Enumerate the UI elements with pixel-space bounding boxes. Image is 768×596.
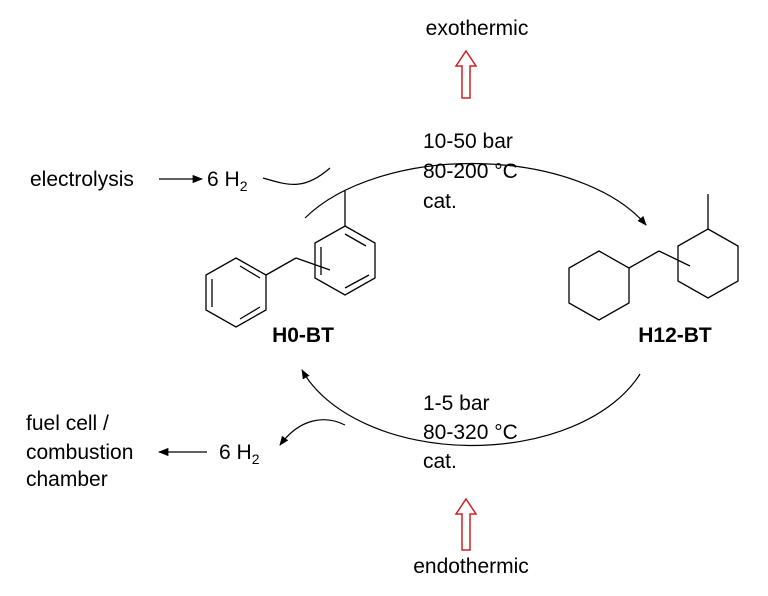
hydrogenation-pressure: 10-50 bar <box>423 130 513 153</box>
dehydrogenation-pressure: 1-5 bar <box>423 392 490 415</box>
exothermic-arrow <box>454 49 478 99</box>
fuel-cell-label-3: chamber <box>26 468 108 491</box>
h2-output-label: 6 H2 <box>219 441 260 467</box>
cyclohexane-ring-left <box>568 250 630 321</box>
hydrogenation-catalyst: cat. <box>423 190 457 213</box>
h12-bt-structure <box>568 194 739 321</box>
ch2-bond-b <box>295 257 331 271</box>
fuel-cell-label-2: combustion <box>26 441 133 464</box>
h2-output-curve <box>279 419 346 446</box>
ch2-bond-a <box>265 257 297 276</box>
dehydrogenation-temperature: 80-320 °C <box>423 421 518 444</box>
h2-input-curve <box>262 167 331 185</box>
dehydrogenation-catalyst: cat. <box>423 450 457 473</box>
hydrogenation-arc <box>304 162 647 226</box>
endothermic-arrow <box>454 497 478 551</box>
h0-bt-structure <box>205 191 376 328</box>
endothermic-label: endothermic <box>413 555 529 578</box>
exothermic-label: exothermic <box>426 17 529 40</box>
h12-bt-label: H12-BT <box>638 324 712 347</box>
cyclohexane-ring-right <box>677 228 739 299</box>
benzene-ring-left <box>205 257 267 328</box>
benzene-ring-right <box>314 225 376 296</box>
electrolysis-label: electrolysis <box>30 168 134 191</box>
dehydrogenation-arc <box>301 369 641 447</box>
h2-input-label: 6 H2 <box>207 168 248 194</box>
fuel-cell-label-1: fuel cell / <box>26 412 109 435</box>
h0-bt-label: H0-BT <box>272 324 334 347</box>
hydrogenation-temperature: 80-200 °C <box>423 160 518 183</box>
